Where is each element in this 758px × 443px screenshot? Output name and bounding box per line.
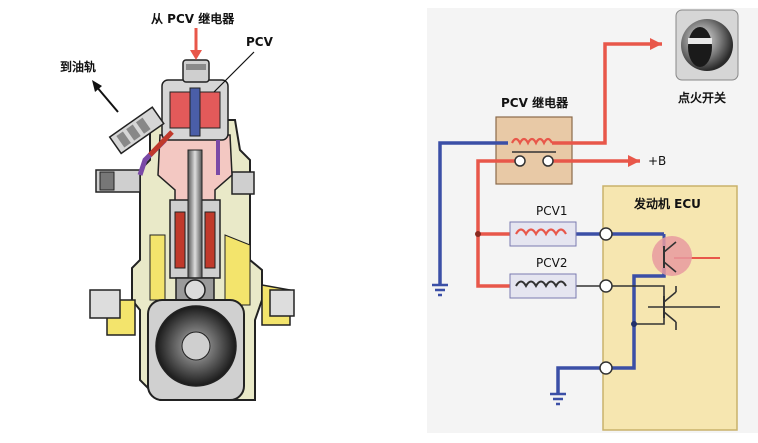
relay-contact-right [542,155,554,167]
pcv-core [189,87,201,137]
plunger-red-left [174,211,186,269]
pcv2-label: PCV2 [536,256,568,270]
ecu-box [602,185,738,431]
junction-blue [631,321,637,327]
lower-right-fitting [269,289,295,317]
battery-label: +B [648,154,667,168]
plunger-red-right [204,211,216,269]
pcv2-coil-box [509,273,577,299]
pcv-leader [213,51,255,93]
pump-cross-section [89,28,295,401]
cam-hub [181,331,211,361]
ecu-pin-3 [599,361,613,375]
pump-yellow-left [149,234,166,301]
from-relay-arrowhead [190,50,202,60]
pcv-label: PCV [246,35,273,49]
to-rail-arrowhead [92,80,102,92]
wire-ecu-transistor2 [634,316,665,325]
right-fitting [231,171,255,195]
to-rail-arrow [95,85,119,113]
ignition-label: 点火开关 [678,91,727,105]
wire-pcv2-out [576,285,665,298]
lower-left-fitting [89,289,121,319]
wire-ignition-arrowhead [650,38,662,50]
junction-red [475,231,481,237]
wire-battery-arrowhead [628,155,640,167]
relay-label: PCV 继电器 [501,96,569,110]
pump-yellow-right [224,234,251,306]
circuit-panel [427,8,758,433]
wire-relay-out [476,159,520,288]
pcv1-coil [515,228,567,237]
to-rail-label: 到油轨 [60,60,97,74]
left-fitting-nut [99,171,115,191]
ecu-pin-2 [599,279,613,293]
ecu-pin-1 [599,227,613,241]
relay-contact-left [514,155,526,167]
ground-bottom-icon [550,392,566,406]
plunger-rod [187,149,203,281]
ecu-label: 发动机 ECU [634,197,701,211]
ground-left-icon [432,283,448,297]
transistor1-glow [652,236,692,276]
roller [184,279,206,301]
fuel-passage-red [148,130,174,157]
pcv-connector-cap [186,64,206,70]
pcv1-label: PCV1 [536,204,568,218]
wire-ignition [552,42,662,145]
from-relay-label: 从 PCV 继电器 [151,12,235,26]
pcv-connector [182,59,210,83]
relay-coil [511,137,553,146]
pcv-coil-right [199,91,221,129]
pcv-coil-left [169,91,191,129]
delivery-outlet [108,106,165,155]
pcv1-coil-box [509,221,577,247]
relay-box [495,116,573,185]
ignition-switch-icon [675,9,739,81]
pcv2-coil [515,280,567,289]
wire-relay-ground [438,141,508,285]
